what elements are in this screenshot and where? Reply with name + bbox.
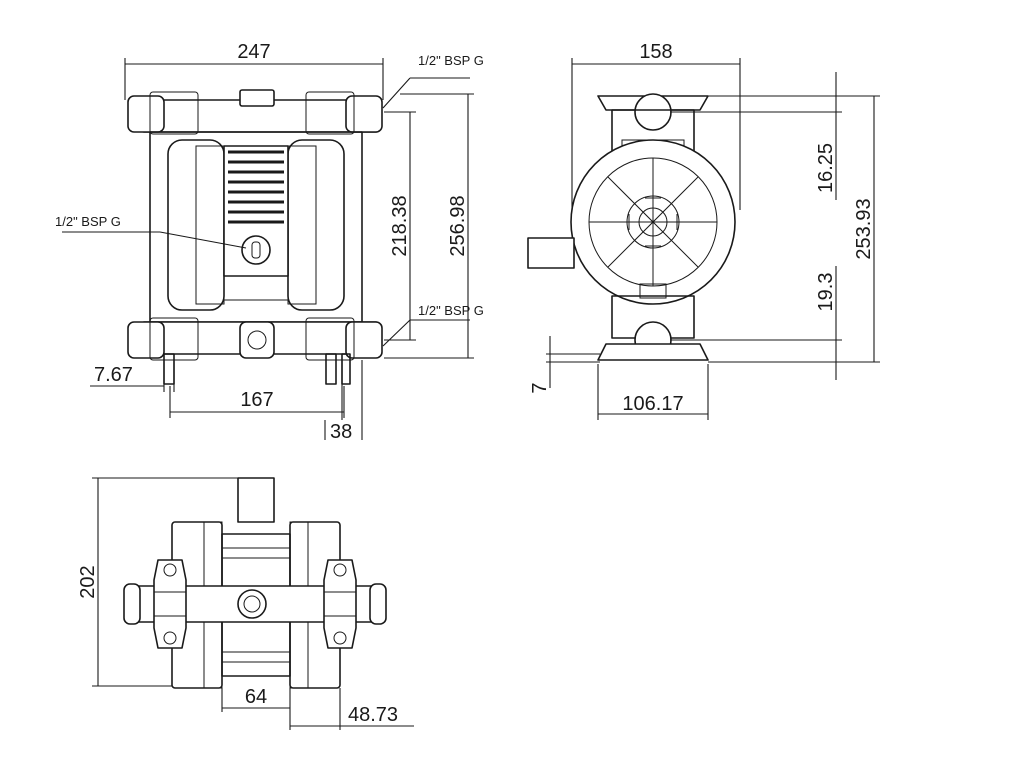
dim-side-height: 253.93	[853, 198, 875, 259]
dim-height-inner: 218.38	[389, 195, 411, 256]
side-view	[527, 93, 736, 361]
front-view	[127, 89, 383, 385]
top-view	[123, 477, 387, 689]
top-view-dimensions: 202 64 48.73	[77, 477, 414, 730]
dim-foot-width: 38	[330, 421, 352, 443]
dim-port-offset: 48.73	[348, 704, 398, 726]
dim-overall-depth: 202	[77, 565, 99, 598]
dim-center-spacing: 64	[245, 686, 267, 708]
side-view-dimensions: 158 16.25 253.93 19.3 7 106.17	[529, 41, 880, 420]
dim-base-height: 7	[529, 382, 551, 393]
dim-bottom-offset: 19.3	[815, 273, 837, 312]
spokes	[589, 158, 717, 286]
dim-overall-width: 247	[237, 41, 270, 63]
note-port-air: 1/2" BSP G	[55, 214, 121, 229]
dim-foot-offset: 7.67	[94, 364, 133, 386]
dim-height-outer: 256.98	[447, 195, 469, 256]
dim-mount-width: 167	[240, 389, 273, 411]
dim-base-width: 106.17	[622, 393, 683, 415]
note-port-bottom: 1/2" BSP G	[418, 303, 484, 318]
dim-top-offset: 16.25	[815, 143, 837, 193]
note-port-top: 1/2" BSP G	[418, 53, 484, 68]
dim-side-width: 158	[639, 41, 672, 63]
front-view-dimensions: 247 1/2" BSP G 1/2" BSP G 1/2" BSP G 218…	[55, 41, 484, 443]
